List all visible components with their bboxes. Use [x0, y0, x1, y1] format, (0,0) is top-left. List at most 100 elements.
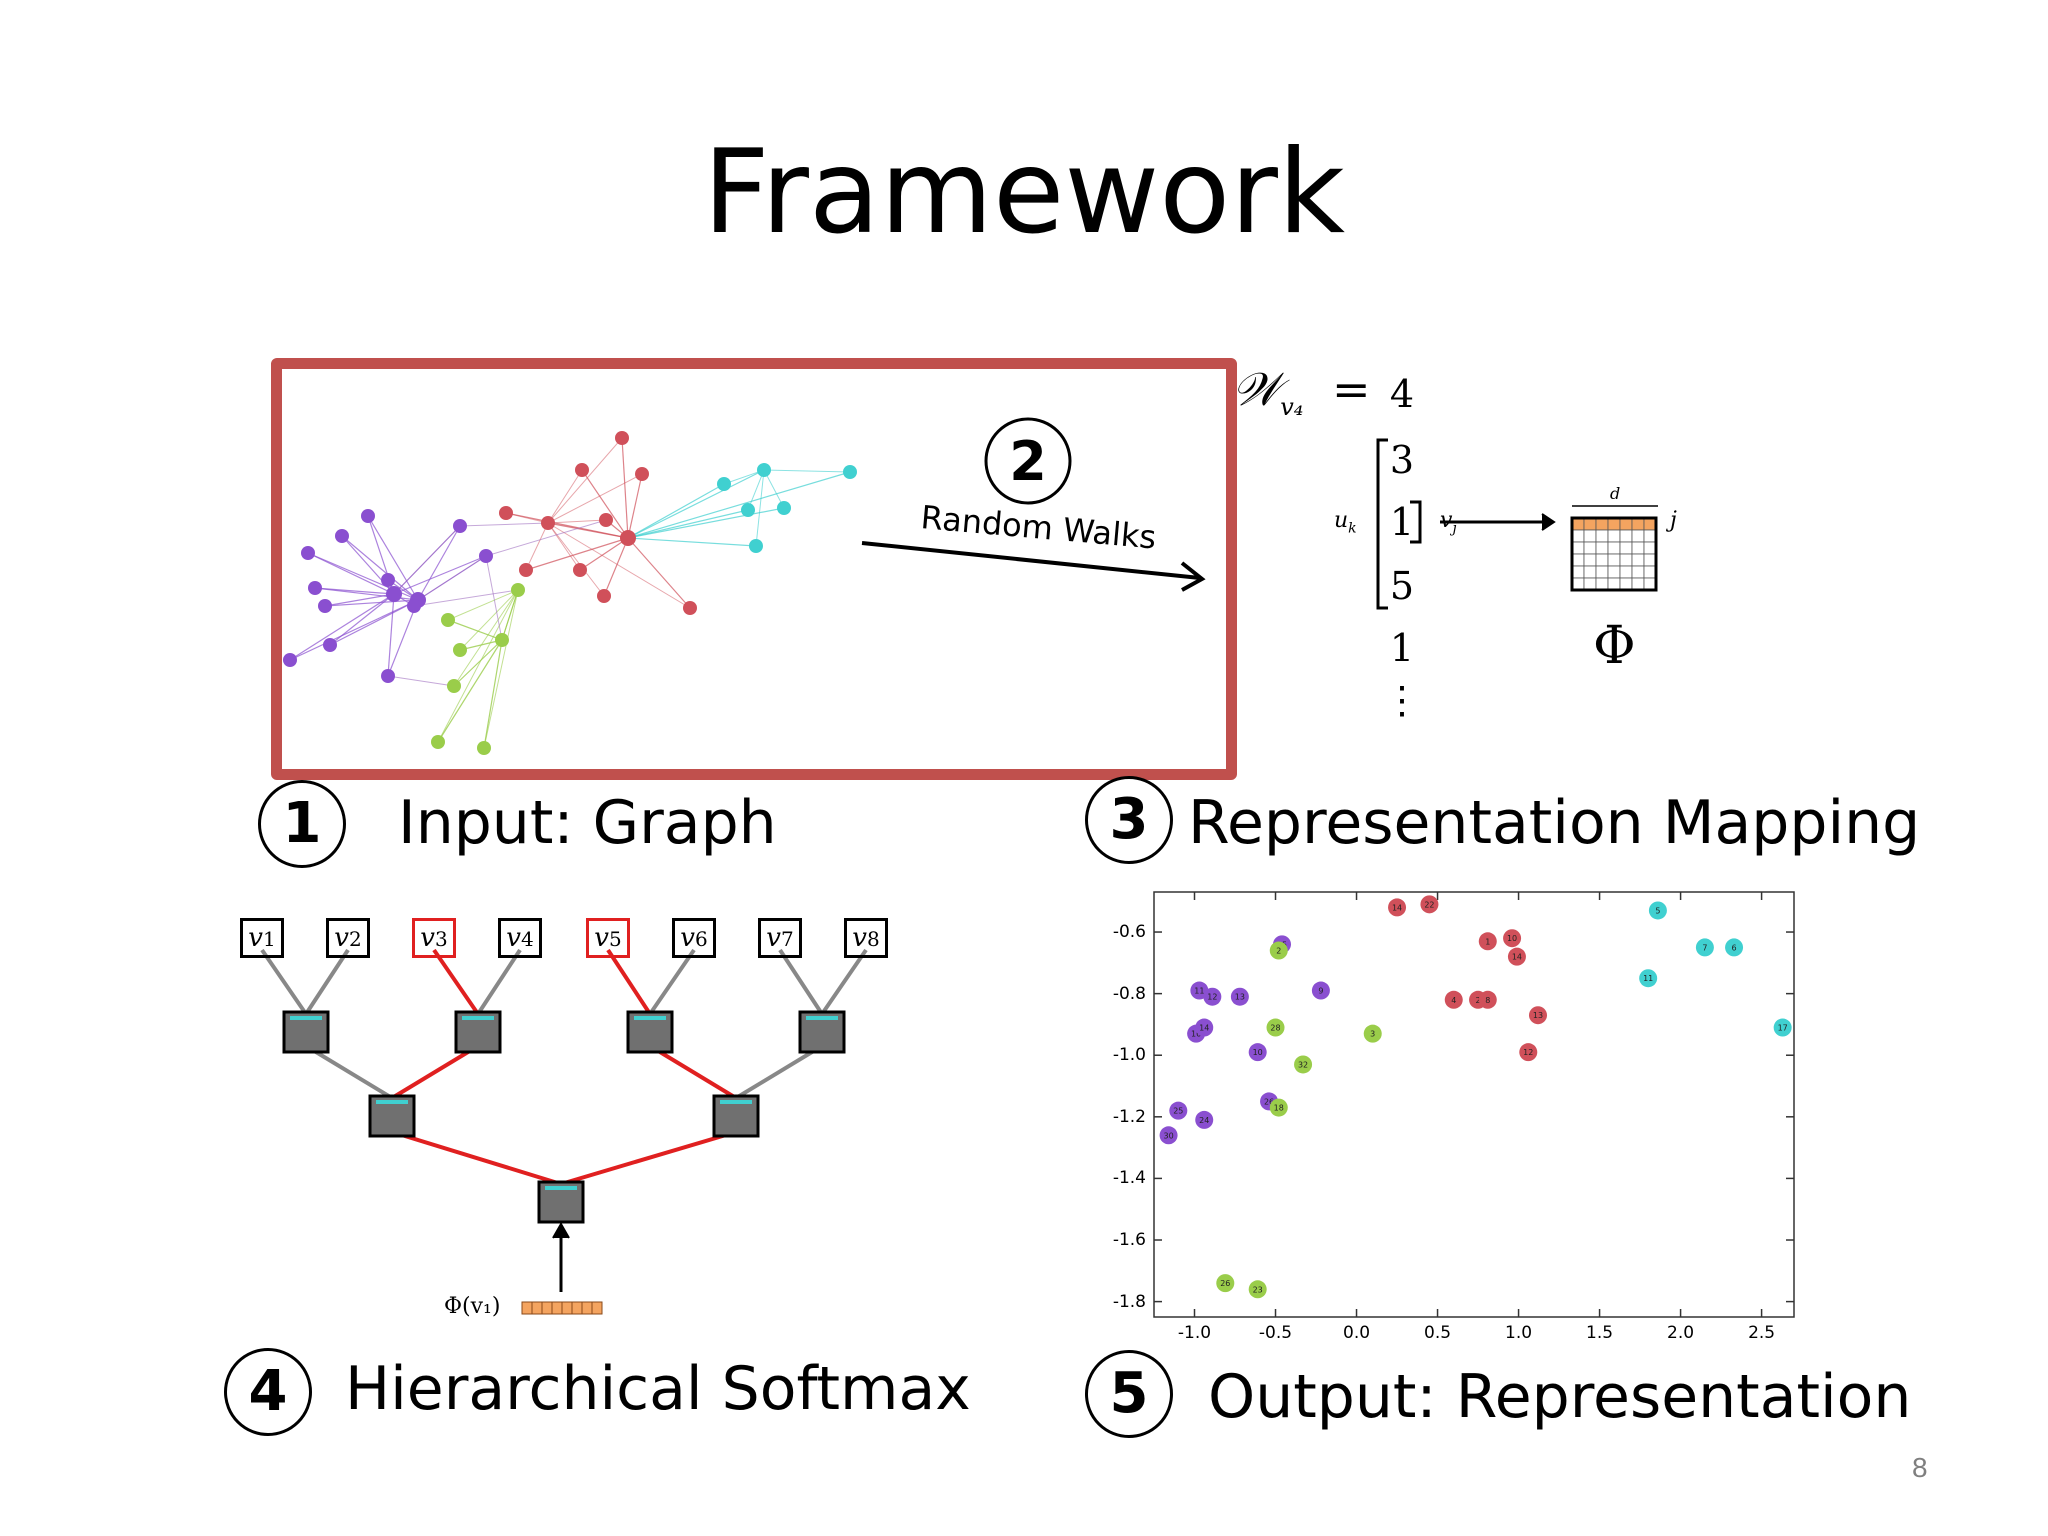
phi-cell	[1571, 529, 1585, 543]
graph-nodes	[283, 431, 857, 755]
tree-input-label: Φ(v₁)	[444, 1294, 501, 1319]
scatter-point: 7	[1695, 938, 1714, 957]
scatter-point-label: 25	[1173, 1107, 1183, 1116]
scatter-point-label: 18	[1274, 1104, 1284, 1113]
graph-edge	[627, 537, 757, 547]
graph-edge	[459, 522, 549, 527]
embedding-cell	[561, 1301, 573, 1315]
step-3-label: Representation Mapping	[1188, 788, 1921, 858]
scatter-point: 13	[1529, 1006, 1547, 1025]
scatter-point: 26	[1216, 1274, 1235, 1293]
softmax-tree	[260, 948, 868, 1315]
graph-node	[777, 501, 791, 515]
graph-edge	[627, 509, 749, 539]
graph-edge	[627, 471, 851, 539]
walk-item: 4	[1389, 372, 1415, 416]
graph-edge	[621, 437, 629, 539]
tree-edge	[476, 948, 522, 1016]
scatter-point-label: 14	[1392, 903, 1402, 912]
scatter-point: 3	[1363, 1024, 1382, 1043]
graph-edge	[579, 537, 629, 571]
phi-cell	[1571, 541, 1585, 555]
graph-node	[381, 573, 395, 587]
graph-node	[447, 679, 461, 693]
graph-edge	[505, 512, 549, 524]
phi-cell	[1631, 565, 1645, 579]
scatter-point-label: 13	[1235, 993, 1245, 1002]
walk-equals: =	[1332, 362, 1371, 416]
step-2-number: 2	[1009, 430, 1047, 493]
graph-node	[575, 463, 589, 477]
graph-node	[361, 509, 375, 523]
scatter-point: 6	[1725, 938, 1744, 957]
graph-node	[318, 599, 332, 613]
phi-cell	[1631, 553, 1645, 567]
graph-edge	[547, 522, 629, 539]
phi-cell	[1595, 541, 1609, 555]
scatter-point-label: 10	[1507, 934, 1517, 943]
graph-edge	[547, 522, 605, 597]
scatter-point-label: 12	[1207, 993, 1217, 1002]
tree-edge	[648, 1044, 738, 1100]
graph-edge	[324, 593, 395, 607]
graph-node	[308, 581, 322, 595]
graph-edge	[393, 525, 461, 595]
graph-node	[683, 601, 697, 615]
graph-edges	[289, 437, 851, 749]
y-tick-label: -0.6	[1112, 922, 1146, 943]
x-tick-label: 1.0	[1505, 1323, 1533, 1343]
graph-edge	[453, 639, 503, 687]
tree-leaf: v1	[240, 918, 284, 958]
scatter-point-label: 32	[1298, 1060, 1308, 1069]
graph-edge	[627, 473, 643, 539]
scatter-point: 32	[1294, 1055, 1313, 1074]
scatter-point-label: 3	[1370, 1030, 1375, 1039]
scatter-point-label: 13	[1533, 1011, 1543, 1020]
graph-edge	[324, 599, 419, 607]
walk-item: 5	[1389, 564, 1415, 608]
scatter-point-label: 8	[1485, 996, 1490, 1005]
scatter-point-label: 26	[1220, 1279, 1230, 1288]
graph-edge	[501, 589, 519, 641]
phi-cell	[1607, 553, 1621, 567]
scatter-point-label: 14	[1199, 1024, 1209, 1033]
graph-edge	[393, 555, 487, 595]
phi-cell	[1571, 553, 1585, 567]
graph-edge	[603, 537, 629, 597]
scatter-point-label: 12	[1523, 1048, 1533, 1057]
graph-edge	[289, 599, 419, 661]
scatter-point: 30	[1159, 1126, 1178, 1145]
graph-edge	[453, 589, 519, 687]
step-4-badge: 4	[224, 1348, 312, 1436]
scatter-point: 14	[1388, 898, 1407, 917]
graph-edge	[483, 639, 503, 749]
tree-leaf: v7	[758, 918, 802, 958]
plot-ticks	[1154, 892, 1794, 1317]
embedding-cell	[551, 1301, 563, 1315]
scatter-point-label: 6	[1732, 943, 1737, 952]
embedding-cell	[591, 1301, 603, 1315]
phi-cell	[1631, 529, 1645, 543]
graph-edge	[485, 519, 607, 557]
phi-cell	[1619, 541, 1633, 555]
tree-leaf: v6	[672, 918, 716, 958]
scatter-point-label: 2	[1276, 947, 1281, 956]
graph-node	[511, 583, 525, 597]
scatter-point-label: 11	[1643, 974, 1653, 983]
phi-cell	[1595, 577, 1609, 591]
scatter-point: 2	[1269, 941, 1288, 960]
step-1-label: Input: Graph	[398, 788, 777, 858]
j-label: j	[1670, 508, 1677, 533]
phi-cell	[1595, 517, 1609, 531]
scatter-point: 23	[1248, 1280, 1267, 1299]
embedding-cell	[581, 1301, 593, 1315]
scatter-point: 10	[1503, 929, 1522, 948]
graph-node	[757, 463, 771, 477]
graph-edge	[447, 589, 519, 621]
scatter-point-label: 2	[1476, 996, 1481, 1005]
phi-cell	[1595, 529, 1609, 543]
graph-node	[323, 638, 337, 652]
scatter-point: 10	[1248, 1043, 1267, 1062]
scatter-point: 8	[1478, 990, 1497, 1009]
tree-edge	[260, 948, 308, 1016]
